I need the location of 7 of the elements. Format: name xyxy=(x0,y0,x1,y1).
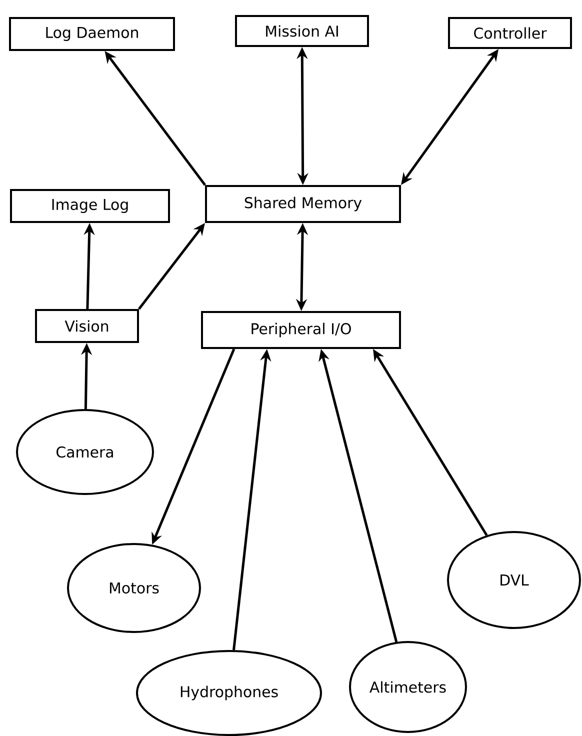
process-box: Controller xyxy=(448,17,572,49)
process-box: Vision xyxy=(35,309,139,343)
process-box: Mission AI xyxy=(235,15,369,47)
process-box: Peripheral I/O xyxy=(201,311,401,349)
process-box: Shared Memory xyxy=(205,185,401,223)
process-box: Log Daemon xyxy=(9,17,175,51)
process-box: Image Log xyxy=(10,189,170,223)
